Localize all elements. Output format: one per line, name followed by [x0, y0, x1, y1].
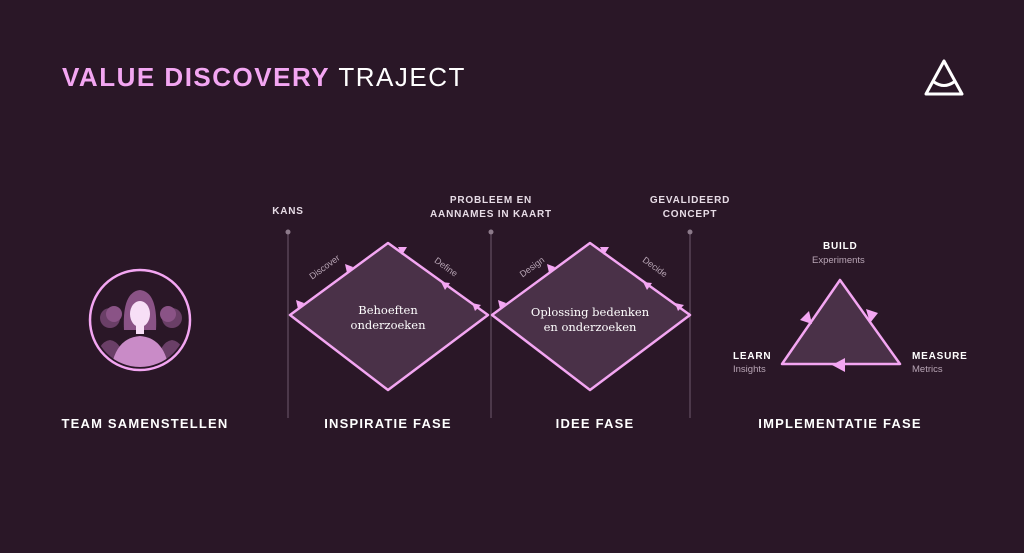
diamond-inspiratie-text: Behoeften onderzoeken	[328, 303, 448, 333]
cycle-measure-label: MEASURE	[912, 351, 968, 362]
marker-lines	[287, 232, 691, 418]
phase-idee: IDEE FASE	[555, 416, 635, 431]
cycle-learn-sub: Insights	[733, 364, 766, 375]
cycle-build-label: BUILD	[823, 241, 858, 252]
diamond-inspiratie	[288, 241, 490, 392]
gevalideerd-line-1: GEVALIDEERD	[649, 195, 731, 206]
marker-dot-gevalideerd	[687, 229, 693, 235]
inspiratie-line-1: Behoeften	[358, 303, 418, 317]
probleem-line-2: AANNAMES IN KAART	[430, 209, 552, 220]
marker-label-kans: KANS	[262, 205, 314, 219]
diamond-idee	[490, 241, 692, 392]
triangle-logo-icon	[924, 59, 964, 96]
phase-inspiratie: INSPIRATIE FASE	[324, 416, 452, 431]
cycle-learn-label: LEARN	[733, 351, 772, 362]
flow-arrows	[296, 247, 684, 311]
marker-dot-kans	[285, 229, 291, 235]
diamond-idee-text: Oplossing bedenken en onderzoeken	[520, 305, 660, 335]
kans-text: KANS	[272, 206, 304, 217]
gevalideerd-line-2: CONCEPT	[662, 209, 718, 220]
cycle-build-sub: Experiments	[812, 255, 865, 266]
double-diamond	[288, 241, 692, 392]
title-rest: TRAJECT	[338, 62, 466, 92]
cycle-measure-sub: Metrics	[912, 364, 943, 375]
marker-label-gevalideerd: GEVALIDEERD CONCEPT	[630, 194, 750, 222]
idee-line-1: Oplossing bedenken	[530, 305, 650, 319]
title-accent: VALUE DISCOVERY	[62, 62, 330, 92]
page-title: VALUE DISCOVERY TRAJECT	[62, 62, 466, 93]
phase-team: TEAM SAMENSTELLEN	[61, 416, 229, 431]
phase-implementatie: IMPLEMENTATIE FASE	[758, 416, 922, 431]
probleem-line-1: PROBLEEM EN	[449, 195, 533, 206]
inspiratie-line-2: onderzoeken	[350, 318, 426, 332]
build-measure-learn-cycle	[780, 278, 902, 372]
marker-dot-probleem	[488, 229, 494, 235]
idee-line-2: en onderzoeken	[543, 320, 637, 334]
marker-label-probleem: PROBLEEM EN AANNAMES IN KAART	[420, 194, 562, 222]
team-avatar	[88, 268, 192, 372]
